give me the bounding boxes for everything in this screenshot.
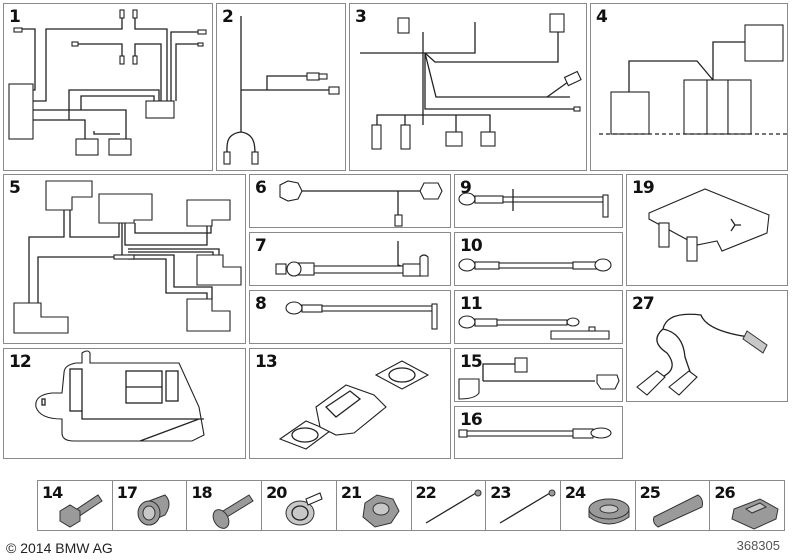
cable-channel-icon: [652, 494, 703, 528]
hex-bolt-icon: [59, 494, 103, 528]
part-cell-21[interactable]: 21: [337, 481, 412, 530]
hose-clamp-icon: [285, 492, 323, 526]
part-cell-18[interactable]: 18: [187, 481, 263, 530]
panel-13[interactable]: 13: [249, 348, 451, 459]
cable-holder-icon: [731, 498, 779, 530]
part-cell-24[interactable]: 24: [561, 481, 636, 530]
cable-tie-icon: [499, 489, 556, 524]
part-number-21: 21: [340, 483, 362, 502]
cable-with-connectors-illustration: [458, 357, 620, 400]
part-number-19: 19: [632, 178, 655, 198]
part-number-20: 20: [266, 483, 287, 502]
hex-nut-icon: [362, 494, 400, 528]
part-number-16: 16: [460, 410, 483, 430]
part-cell-25[interactable]: 25: [636, 481, 711, 530]
small-parts-strip: 14 17 18 20 21 2: [37, 480, 785, 531]
part-number-4: 4: [596, 7, 608, 27]
wiring-harness-loop-illustration: [223, 16, 340, 165]
panel-2[interactable]: 2: [216, 3, 346, 171]
part-cell-20[interactable]: 20: [262, 481, 337, 530]
part-number-25: 25: [639, 483, 661, 502]
part-number-1: 1: [9, 7, 21, 27]
wiring-harness-modules-illustration: [599, 24, 789, 135]
wiring-harness-distribution-illustration: [13, 180, 242, 334]
part-cell-17[interactable]: 17: [113, 481, 188, 530]
panel-5[interactable]: 5: [3, 174, 246, 344]
cover-cap-illustration: [648, 188, 770, 262]
panel-8[interactable]: 8: [249, 290, 451, 344]
part-number-13: 13: [255, 352, 278, 372]
cable-with-terminal-block-illustration: [458, 315, 610, 340]
copyright-text: © 2014 BMW AG: [6, 540, 113, 556]
cable-with-plugs-illustration: [279, 180, 443, 227]
panel-6[interactable]: 6: [249, 174, 451, 228]
wiring-harness-main-illustration: [8, 9, 207, 156]
part-number-15: 15: [460, 352, 483, 372]
part-cell-22[interactable]: 22: [412, 481, 487, 530]
part-number-3: 3: [355, 7, 367, 27]
part-number-18: 18: [191, 483, 212, 502]
part-number-2: 2: [222, 7, 234, 27]
cable-ring-lug-illustration: [285, 301, 438, 330]
panel-11[interactable]: 11: [454, 290, 623, 344]
part-cell-23[interactable]: 23: [486, 481, 561, 530]
cable-ring-lug-grommet-illustration: [458, 189, 609, 218]
part-cell-14[interactable]: 14: [38, 481, 113, 530]
part-number-5: 5: [9, 178, 21, 198]
countersunk-screw-icon: [213, 494, 255, 529]
panel-4[interactable]: 4: [590, 3, 789, 171]
panel-3[interactable]: 3: [349, 3, 587, 171]
rubber-ring-icon: [588, 498, 630, 525]
panel-9[interactable]: 9: [454, 174, 623, 228]
cable-eyelet-illustration: [458, 427, 612, 439]
diagram-number: 368305: [736, 538, 780, 553]
part-number-9: 9: [460, 178, 472, 198]
panel-7[interactable]: 7: [249, 232, 451, 286]
grommet-plug-icon: [137, 494, 170, 526]
cover-plate-illustration: [35, 350, 205, 442]
fuse-element-illustration: [278, 360, 430, 450]
part-number-22: 22: [415, 483, 437, 502]
panel-27[interactable]: 27: [626, 290, 788, 402]
part-number-23: 23: [490, 483, 511, 502]
panel-19[interactable]: 19: [626, 174, 788, 286]
panel-1[interactable]: 1: [3, 3, 213, 171]
part-number-26: 26: [714, 483, 735, 502]
part-number-7: 7: [255, 236, 267, 256]
part-number-8: 8: [255, 294, 267, 314]
wiring-harness-connectors-illustration: [360, 13, 582, 150]
part-number-6: 6: [255, 178, 267, 198]
part-number-27: 27: [632, 294, 655, 314]
panel-10[interactable]: 10: [454, 232, 623, 286]
cable-tie-icon: [425, 489, 482, 524]
cable-double-ring-lug-illustration: [458, 258, 612, 272]
panel-16[interactable]: 16: [454, 406, 623, 459]
part-cell-26[interactable]: 26: [710, 481, 784, 530]
part-number-17: 17: [116, 483, 138, 502]
charging-clamps-cable-illustration: [636, 313, 768, 396]
part-number-12: 12: [9, 352, 32, 372]
part-number-10: 10: [460, 236, 483, 256]
panel-15[interactable]: 15: [454, 348, 623, 402]
part-number-11: 11: [460, 294, 483, 314]
part-number-24: 24: [564, 483, 586, 502]
battery-cable-clamp-illustration: [275, 241, 429, 277]
panel-12[interactable]: 12: [3, 348, 246, 459]
part-number-14: 14: [42, 483, 63, 502]
